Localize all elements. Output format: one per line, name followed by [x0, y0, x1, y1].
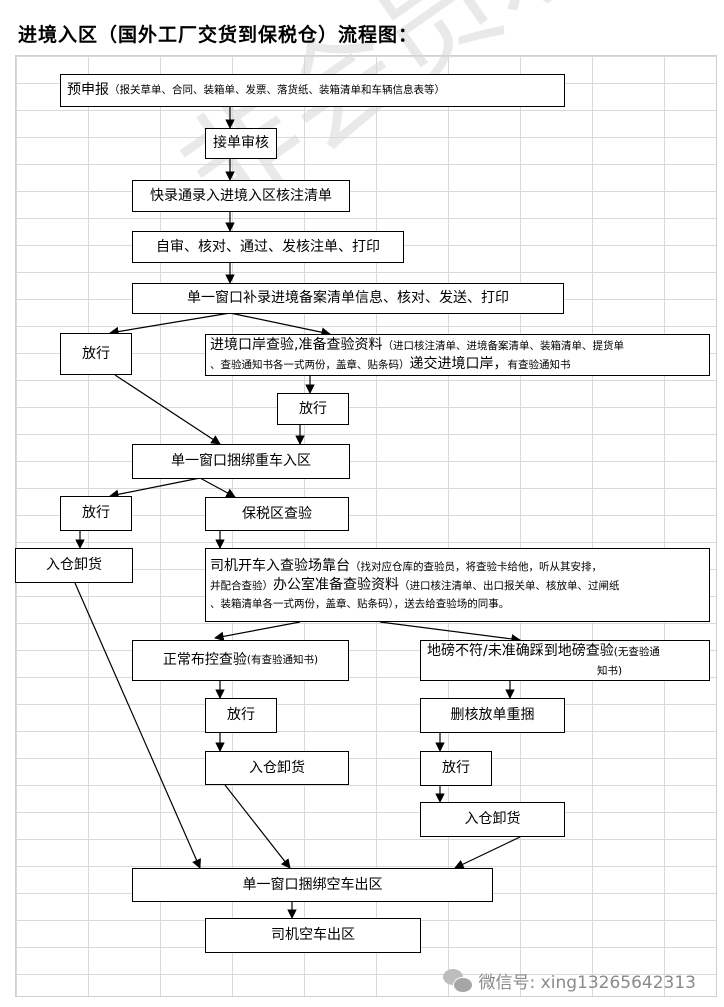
node-note-text-2: 并配合查验） [210, 579, 273, 592]
node-port-inspection: 进境口岸查验,准备查验资料（进口核注清单、进境备案清单、装箱清单、提货单 、查验… [205, 334, 710, 376]
node-release-3: 放行 [60, 496, 132, 531]
wechat-footer: 微信号: xing13265642313 [442, 968, 696, 993]
node-note-text-3: 有查验通知书 [507, 359, 571, 371]
node-pre-declaration: 预申报（报关草单、合同、装箱单、发票、落货纸、装箱清单和车辆信息表等） [60, 74, 565, 107]
node-delete-rebind: 删核放单重捆 [420, 698, 565, 733]
node-release-2: 放行 [277, 393, 349, 425]
node-main-text: 单一窗口补录进境备案清单信息、核对、发送、打印 [187, 290, 509, 307]
node-note-text-2: 知书) [597, 664, 623, 677]
arrow-18-21 [224, 784, 291, 869]
node-note-text: （报关草单、合同、装箱单、发票、落货纸、装箱清单和车辆信息表等） [109, 84, 445, 97]
node-main-text: 删核放单重捆 [450, 707, 535, 724]
node-single-window-record: 单一窗口补录进境备案清单信息、核对、发送、打印 [132, 283, 564, 314]
node-main-text: 预申报 [67, 82, 109, 99]
node-bind-empty-truck: 单一窗口捆绑空车出区 [132, 868, 493, 902]
node-main-text: 单一窗口捆绑空车出区 [242, 876, 383, 893]
node-note-text: (无查验通 [613, 645, 660, 658]
node-main-text: 司机空车出区 [271, 927, 355, 944]
node-main-text: 放行 [442, 760, 470, 777]
node-main-text: 保税区查验 [242, 505, 312, 522]
node-main-text: 进境口岸查验,准备查验资料 [210, 337, 383, 354]
node-note-text-4: 、装箱清单各一式两份，盖章、贴条码），送去给查验场的同事。 [210, 598, 510, 611]
node-driver-exit: 司机空车出区 [205, 918, 421, 953]
node-main-text: 自审、核对、通过、发核注单、打印 [156, 238, 380, 255]
node-unload-1: 入仓卸货 [15, 548, 133, 583]
arrow-6-9 [114, 374, 221, 445]
node-note-text: （找对应仓库的查验员，将查验卡给他，听从其安排， [350, 560, 602, 573]
node-bonded-inspection: 保税区查验 [205, 497, 349, 531]
wechat-icon [442, 968, 473, 993]
node-unload-2: 入仓卸货 [205, 751, 349, 785]
node-note-text-2: 、查验通知书各一式两份，盖章、贴条码） [210, 359, 410, 371]
node-release-4: 放行 [205, 698, 277, 733]
node-main-text: 入仓卸货 [464, 811, 521, 828]
node-note-text: （进口核注清单、进境备案清单、装箱清单、提货单 [382, 340, 624, 353]
spreadsheet-grid [15, 55, 717, 997]
node-main-text-2: 办公室准备查验资料 [273, 576, 399, 593]
node-main-text: 接单审核 [213, 135, 269, 152]
node-order-review: 接单审核 [205, 128, 277, 159]
node-driver-inspection-dock: 司机开车入查验场靠台（找对应仓库的查验员，将查验卡给他，听从其安排， 并配合查验… [205, 548, 710, 622]
node-weighbridge-inspection: 地磅不符/未准确踩到地磅查验(无查验通 知书) [420, 640, 710, 681]
wechat-label: 微信号: xing13265642313 [478, 973, 696, 993]
node-release-5: 放行 [420, 751, 492, 786]
arrow-5-6 [109, 312, 231, 337]
node-note-text: (有查验通知书) [246, 654, 319, 667]
node-main-text: 放行 [227, 707, 255, 724]
diagram-title: 进境入区（国外工厂交货到保税仓）流程图： [18, 24, 419, 46]
arrow-12-21 [74, 582, 201, 869]
node-main-text: 地磅不符/未准确踩到地磅查验 [427, 642, 614, 659]
node-entry-checklist: 快录通录入进境入区核注清单 [132, 180, 350, 212]
node-main-text: 入仓卸货 [46, 557, 102, 574]
arrow-20-21 [454, 836, 521, 869]
node-main-text-2: 递交进境口岸， [409, 356, 508, 372]
node-main-text: 正常布控查验 [162, 652, 247, 669]
arrow-9-10 [109, 477, 201, 500]
node-note-text-3: （进口核注清单、出口报关单、核放单、过闸纸 [399, 579, 620, 592]
arrow-9-11 [199, 477, 236, 498]
arrow-13-14 [214, 621, 301, 642]
node-bind-loaded-truck: 单一窗口捆绑重车入区 [132, 444, 350, 479]
node-release-1: 放行 [60, 333, 132, 375]
node-main-text: 快录通录入进境入区核注清单 [150, 187, 332, 204]
node-routine-inspection: 正常布控查验(有查验通知书) [132, 640, 349, 681]
node-main-text: 入仓卸货 [249, 759, 305, 776]
node-main-text: 司机开车入查验场靠台 [210, 557, 350, 574]
node-main-text: 放行 [299, 400, 327, 417]
arrow-5-7 [229, 312, 331, 337]
arrow-13-15 [379, 621, 521, 644]
node-main-text: 放行 [82, 345, 110, 362]
node-unload-3: 入仓卸货 [420, 802, 565, 837]
node-main-text: 单一窗口捆绑重车入区 [171, 453, 311, 470]
node-main-text: 放行 [82, 505, 110, 522]
node-self-review-print: 自审、核对、通过、发核注单、打印 [132, 231, 404, 263]
